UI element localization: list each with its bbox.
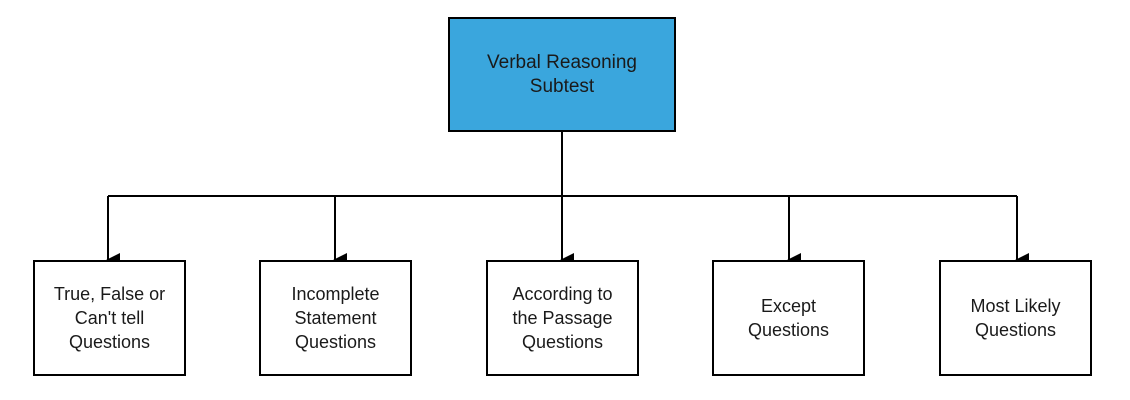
child-node-except: Except Questions [712,260,865,376]
child-node-according-to-passage: According to the Passage Questions [486,260,639,376]
child-node-label: Except Questions [747,296,830,340]
root-node-label: Verbal Reasoning Subtest [487,51,637,97]
child-node-label: According to the Passage Questions [512,284,613,352]
root-node: Verbal Reasoning Subtest [448,17,676,132]
child-node-label: Incomplete Statement Questions [291,284,380,352]
child-node-most-likely: Most Likely Questions [939,260,1092,376]
child-node-label: Most Likely Questions [970,296,1061,340]
child-node-incomplete-statement: Incomplete Statement Questions [259,260,412,376]
child-node-true-false-cant-tell: True, False or Can't tell Questions [33,260,186,376]
child-node-label: True, False or Can't tell Questions [53,284,166,352]
